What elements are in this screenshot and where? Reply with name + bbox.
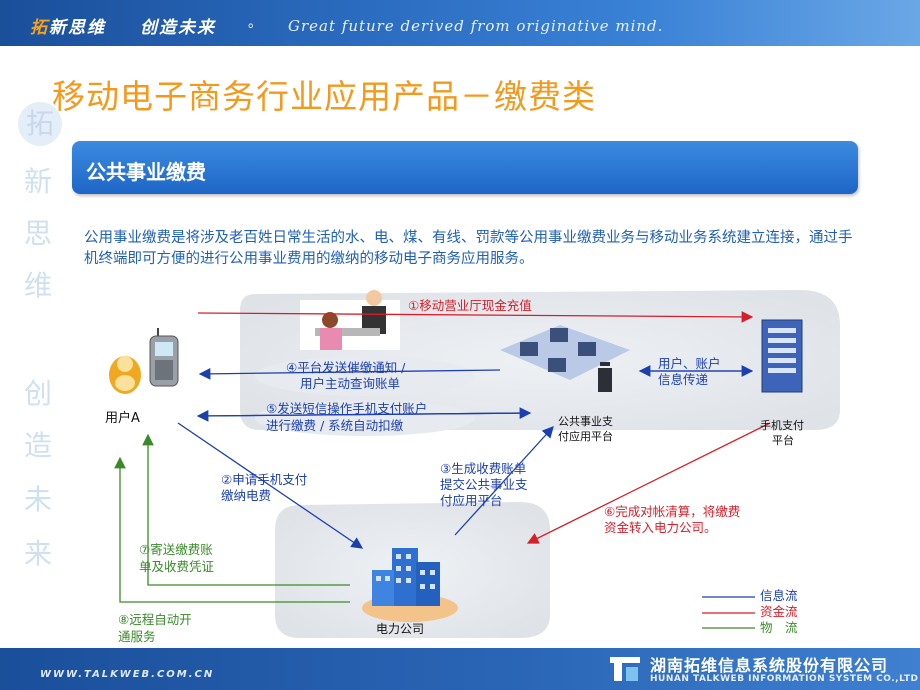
company-logo-icon: [610, 657, 640, 681]
brand-rest: 新思维: [49, 18, 106, 38]
legend-logistics-label: 物 流: [760, 620, 798, 635]
step8-label-line1: ⑧远程自动开: [118, 612, 192, 627]
step3-label-line2: 提交公共事业支: [440, 477, 528, 492]
payment-flow-diagram: 用户A 公共事业支 付应用平台 手机支付 平台 电力公司 ①移动营业厅现金充值 …: [0, 280, 920, 650]
footer-bar: WWW.TALKWEB.COM.CN 湖南拓维信息系统股份有限公司 HUNAN …: [0, 648, 920, 690]
arrow-step4: [198, 368, 501, 380]
slogan-en: Great future derived from originative mi…: [288, 17, 664, 35]
step7-label-line2: 单及收费凭证: [139, 559, 215, 574]
footer-company-en: HUNAN TALKWEB INFORMATION SYSTEM CO.,LTD: [650, 674, 919, 684]
step3-label-line1: ③生成收费账单: [440, 461, 527, 476]
cloud-step4: [255, 356, 475, 396]
step5-label-line2: 进行缴费 / 系统自动扣缴: [266, 418, 404, 433]
arrow-step1: [197, 311, 754, 323]
step4-label-line2: 用户主动查询账单: [300, 376, 401, 391]
info-exchange-line2: 信息传递: [658, 372, 709, 387]
description-text: 公用事业缴费是将涉及老百姓日常生活的水、电、煤、有线、罚款等公用事业缴费业务与移…: [84, 230, 853, 267]
cloud-step5: [255, 400, 475, 436]
network-computers-icon: [500, 325, 630, 392]
legend-funds-label: 资金流: [760, 604, 798, 619]
top-banner: 拓新思维 创造未来 。 Great future derived from or…: [0, 0, 920, 46]
footer-company-cn: 湖南拓维信息系统股份有限公司: [650, 656, 889, 675]
info-exchange-line1: 用户、账户: [658, 356, 721, 371]
watermark-char-3: 思: [23, 217, 52, 250]
mobile-pay-label-line1: 手机支付: [760, 419, 804, 432]
legend-info-label: 信息流: [760, 588, 798, 603]
arrow-step7: [142, 433, 350, 586]
platform-label-line2: 付应用平台: [558, 430, 613, 443]
arrow-step5-left: [196, 410, 531, 422]
brand-accent: 拓: [30, 18, 49, 38]
watermark-char-2: 新: [23, 165, 52, 198]
arrow-step3: [454, 426, 554, 536]
step6-label-line2: 资金转入电力公司。: [604, 520, 717, 535]
watermark-char-8: 来: [23, 537, 52, 570]
arrow-step8: [114, 456, 350, 603]
slogan-dot: 。: [248, 15, 262, 31]
step2-label-line1: ②申请手机支付: [221, 472, 308, 487]
user-a-label: 用户A: [105, 411, 140, 426]
footer-url[interactable]: WWW.TALKWEB.COM.CN: [40, 669, 215, 680]
step6-label-line1: ⑥完成对帐清算，将缴费: [604, 504, 741, 519]
step5-label-line1: ⑤发送短信操作手机支付账户: [266, 401, 428, 416]
platform-label-line1: 公共事业支: [558, 415, 613, 428]
service-hall-illustration: [300, 290, 400, 350]
step3-label-line3: 付应用平台: [440, 493, 503, 508]
power-company-building-icon: [362, 548, 458, 622]
mobile-phone-icon: [149, 328, 179, 387]
server-tower-icon: [761, 319, 803, 393]
user-person-icon: [109, 356, 141, 394]
watermark-char-4: 维: [23, 269, 52, 302]
mobile-pay-label-line2: 平台: [772, 434, 794, 447]
brand-logo-text: 拓新思维: [30, 13, 106, 38]
step4-label-line1: ④平台发送催缴通知 /: [286, 360, 406, 375]
power-company-label: 电力公司: [376, 622, 425, 636]
step2-label-line2: 缴纳电费: [221, 488, 272, 503]
watermark-char-5: 创: [23, 377, 52, 410]
step8-label-line2: 通服务: [118, 629, 156, 644]
page-title: 移动电子商务行业应用产品－缴费类: [52, 77, 596, 116]
diagram-canvas: [109, 290, 840, 638]
slogan-cn: 创造未来: [140, 18, 216, 38]
arrow-step2: [177, 422, 364, 549]
section-title: 公共事业缴费: [86, 160, 206, 184]
arrow-step6: [526, 422, 771, 544]
watermark-char-1: 拓: [18, 102, 62, 146]
section-header: 公共事业缴费: [72, 141, 858, 194]
step7-label-line1: ⑦寄送缴费账: [139, 542, 213, 557]
step1-label: ①移动营业厅现金充值: [408, 298, 532, 313]
watermark-char-7: 未: [23, 483, 52, 516]
watermark-char-6: 造: [23, 429, 52, 462]
